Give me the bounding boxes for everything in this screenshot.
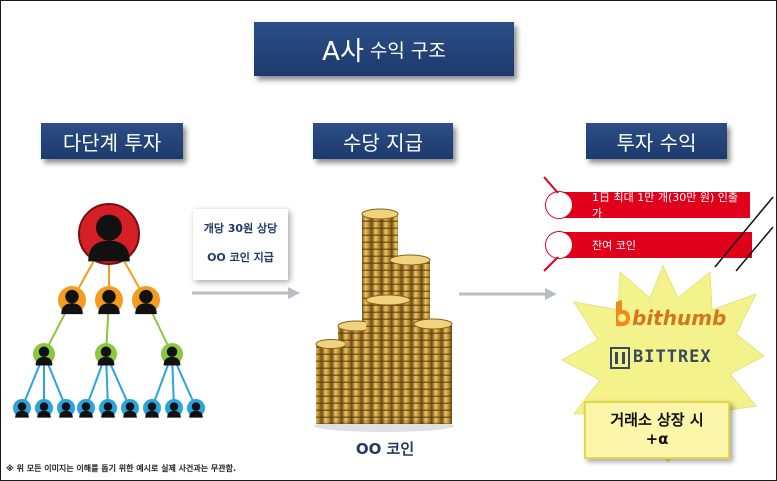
tier3-nodes (33, 343, 183, 366)
callout-line1: 개당 30원 상당 (203, 222, 278, 235)
pyramid-network-diagram (13, 203, 205, 418)
section-label-allowance: 수당 지급 (313, 123, 453, 159)
bittrex-logo-icon (610, 347, 630, 369)
section-label-mlm: 다단계 투자 (41, 123, 183, 159)
title-main: A사 (322, 36, 364, 67)
callout-line2: OO 코인 지급 (207, 251, 274, 264)
exchange-bithumb: bithumb (632, 306, 727, 330)
coin-label: OO 코인 (355, 440, 415, 458)
tier2-nodes (58, 286, 160, 315)
listing-bonus-box: 거래소 상장 시 +α (584, 401, 730, 459)
revenue-item-withdraw: 1日 최대 1만 개(30만 원) 인출 가 (558, 191, 750, 220)
allowance-callout: 개당 30원 상당 OO 코인 지급 (193, 209, 288, 280)
bullet-circle-icon (545, 191, 573, 219)
listing-line1: 거래소 상장 시 (610, 411, 704, 429)
footnote: ※ 위 모든 이미지는 이해를 돕기 위한 예시로 실제 사건과는 무관함. (6, 464, 237, 473)
section-label-return: 투자 수익 (586, 123, 727, 159)
coin-stack-image (314, 208, 454, 432)
arrow-right-icon (192, 287, 300, 299)
exchange-bittrex: BITTREX (633, 347, 712, 367)
top-investor-node (78, 203, 140, 265)
listing-line2: +α (645, 430, 669, 448)
decorative-lines (543, 176, 774, 272)
revenue-item-remaining: 잔여 코인 (558, 232, 752, 258)
title-sub: 수익 구조 (369, 39, 446, 62)
page-title: A사 수익 구조 (254, 22, 514, 76)
arrow-right-icon (459, 288, 557, 300)
tier4-nodes (13, 399, 205, 418)
bithumb-logo-icon (616, 300, 630, 326)
bullet-circle-icon (545, 231, 573, 259)
